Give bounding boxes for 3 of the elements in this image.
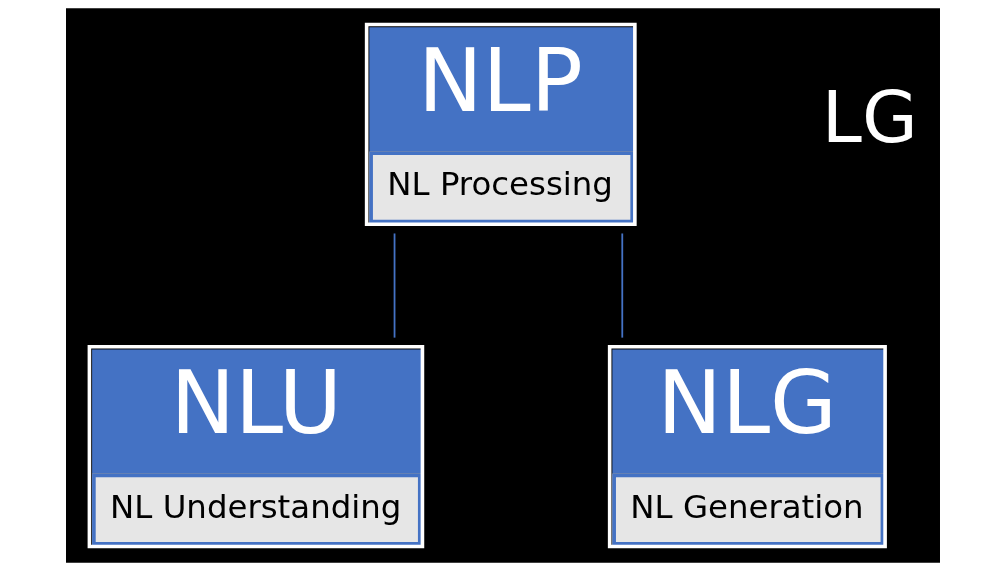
connector	[393, 232, 395, 339]
label: LG	[821, 75, 918, 160]
connector	[620, 232, 623, 339]
